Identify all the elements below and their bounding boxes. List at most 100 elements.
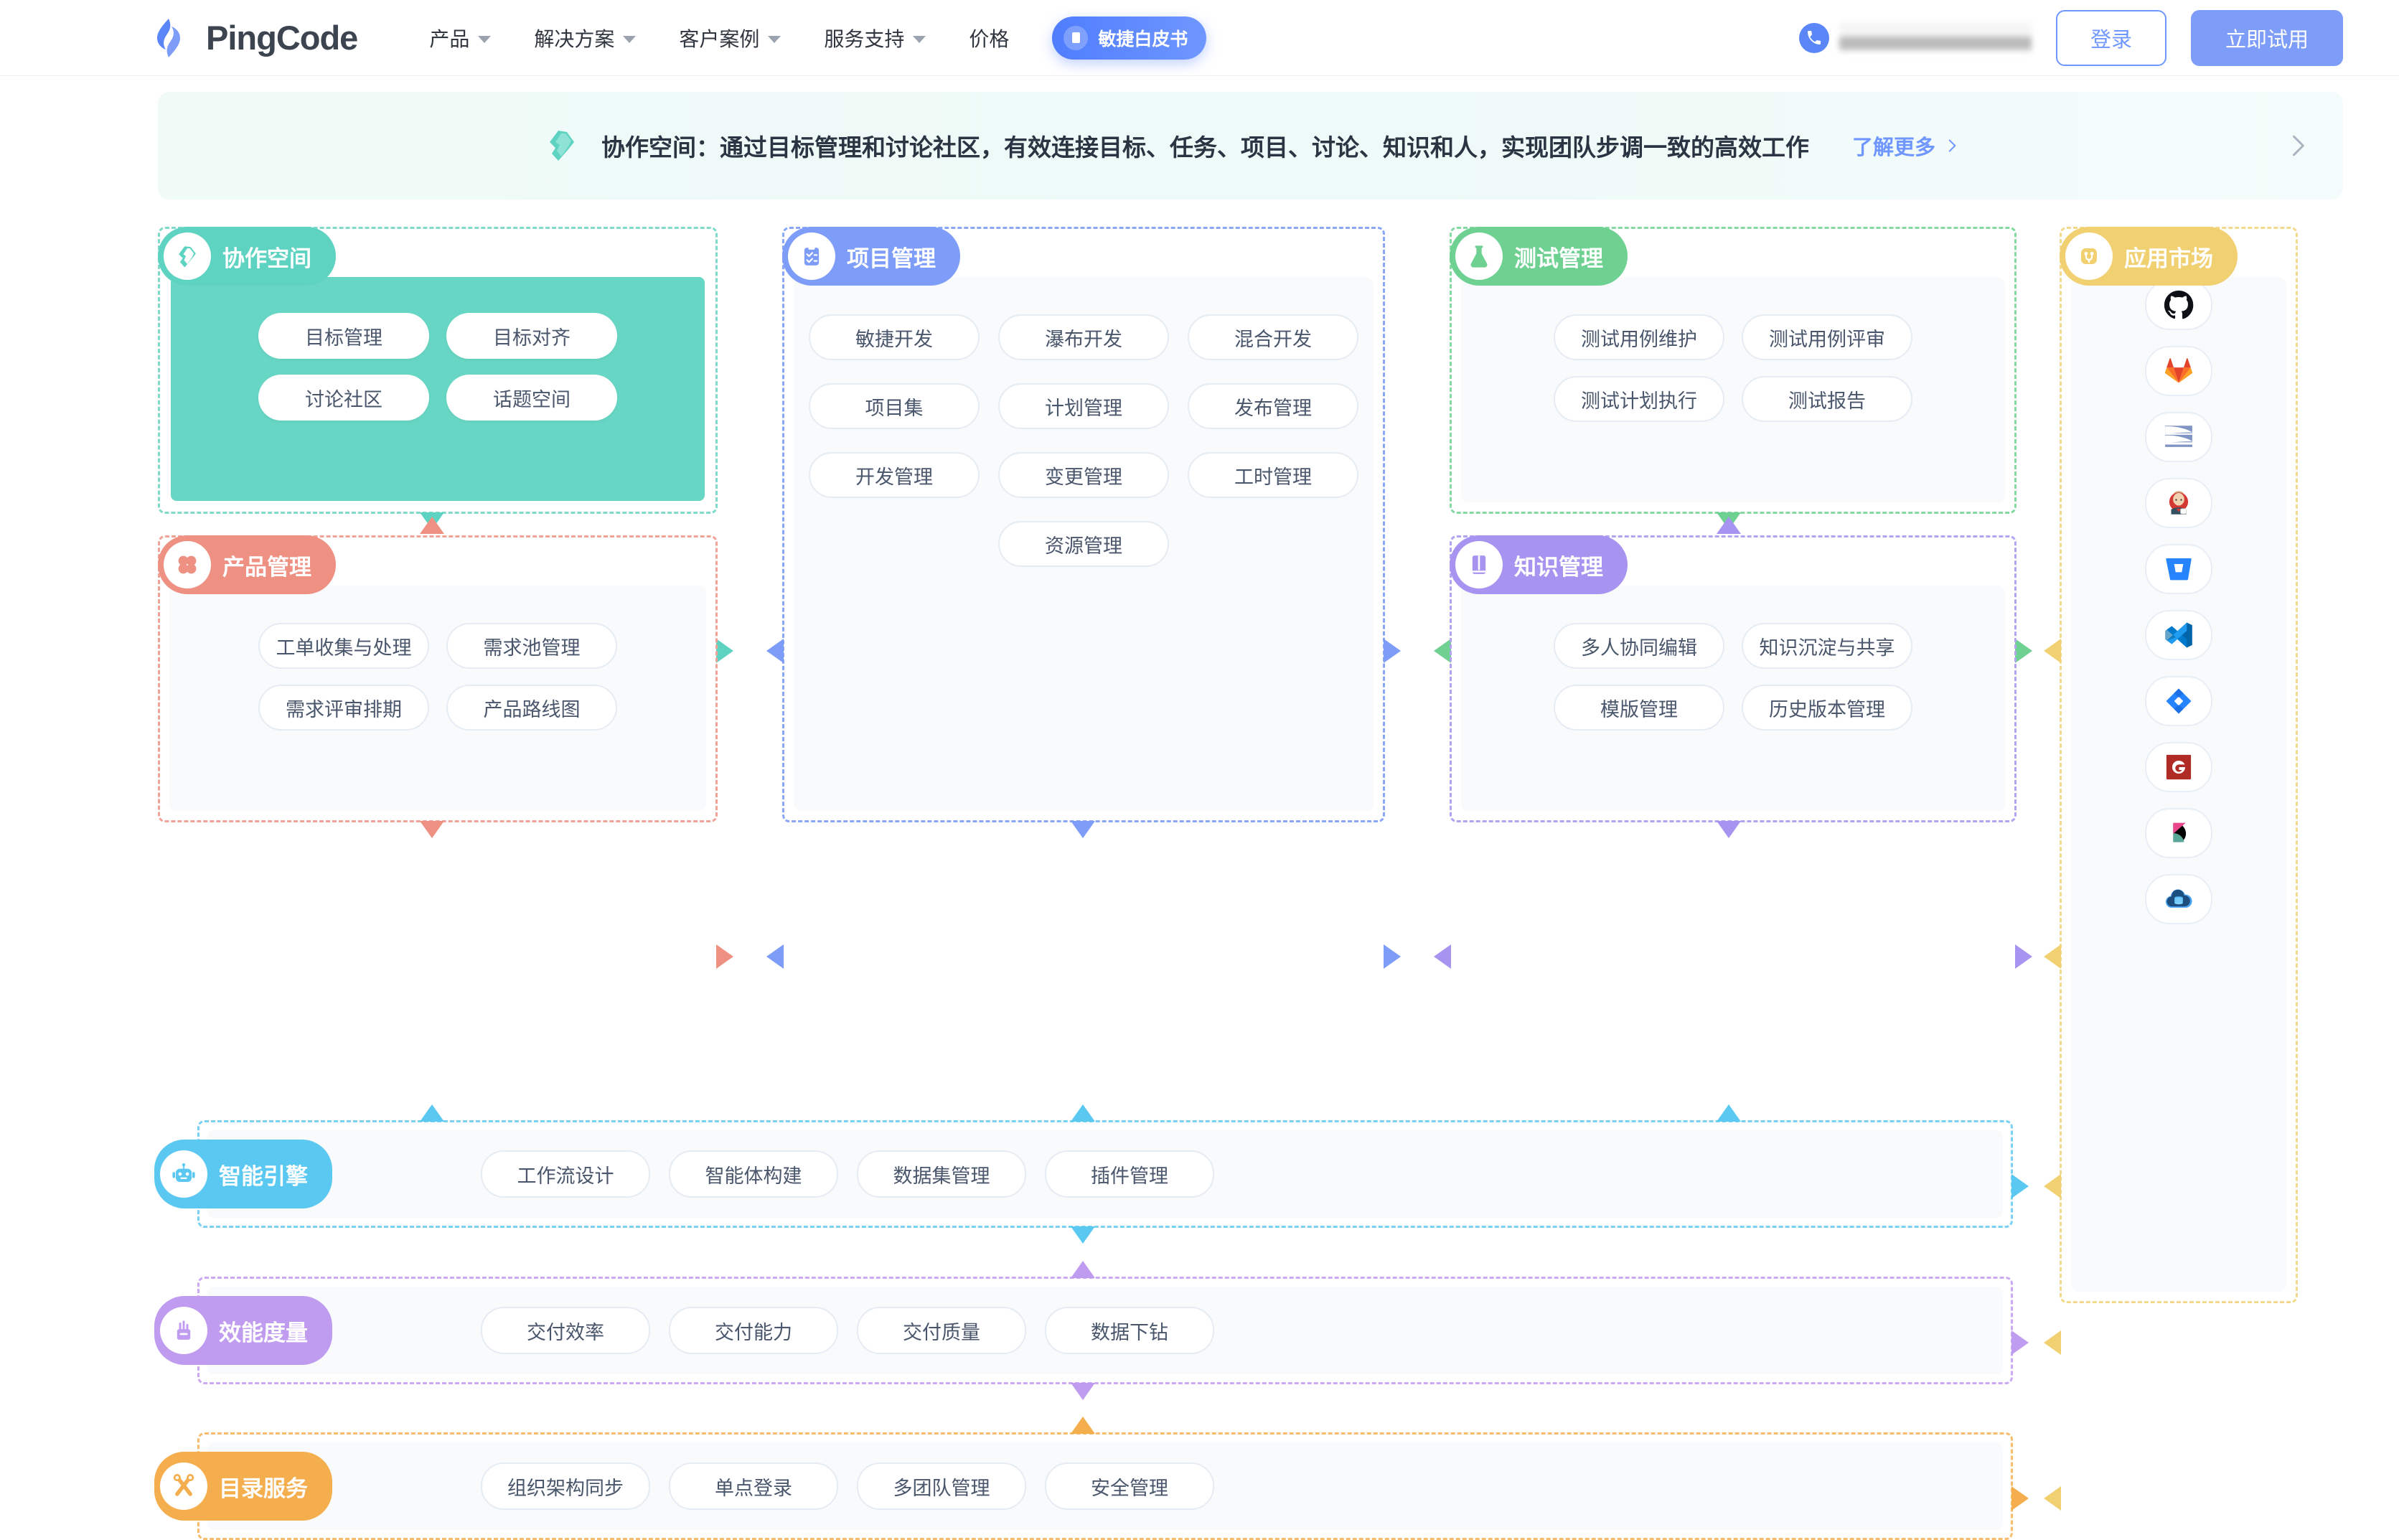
app-item-jira[interactable] xyxy=(2145,676,2212,726)
chip-item[interactable]: 测试用例评审 xyxy=(1742,314,1912,360)
chip-item[interactable]: 多团队管理 xyxy=(857,1462,1026,1510)
module-pill-knowledge[interactable]: 知识管理 xyxy=(1450,535,1628,594)
chip-item[interactable]: 安全管理 xyxy=(1045,1462,1214,1510)
chip-item[interactable]: 瀑布开发 xyxy=(998,314,1169,360)
module-title: 应用市场 xyxy=(2124,245,2213,271)
nav-item-solutions[interactable]: 解决方案 xyxy=(534,24,637,52)
chip-item[interactable]: 资源管理 xyxy=(998,521,1169,567)
promo-banner: chevron-left-icon 协作空间：通过目标管理和讨论社区，有效连接目… xyxy=(158,92,2343,199)
jira-icon xyxy=(2166,688,2192,714)
chip-item[interactable]: 交付能力 xyxy=(669,1307,838,1354)
nav-item-pricing[interactable]: 价格 xyxy=(969,24,1009,52)
module-card-project[interactable]: 项目管理 敏捷开发 瀑布开发 混合开发 项目集 计划管理 发布管理 开发管理 变… xyxy=(782,227,1385,822)
module-row-engine[interactable]: 智能引擎 工作流设计 智能体构建 数据集管理 插件管理 xyxy=(154,1120,2013,1228)
module-title: 智能引擎 xyxy=(219,1163,308,1189)
app-item-bitbucket[interactable] xyxy=(2145,544,2212,594)
module-pill-product[interactable]: 产品管理 xyxy=(158,535,336,594)
chip-item[interactable]: 组织架构同步 xyxy=(481,1462,650,1510)
arrow-project-down xyxy=(1071,821,1095,838)
app-item-gitee[interactable] xyxy=(2145,742,2212,792)
chip-item[interactable]: 讨论社区 xyxy=(258,375,429,421)
arrow-product-right xyxy=(716,944,733,969)
nav-item-products[interactable]: 产品 xyxy=(429,24,492,52)
chip-item[interactable]: 测试计划执行 xyxy=(1554,376,1724,422)
arrow-engine-up-left xyxy=(420,1104,444,1122)
chip-item[interactable]: 多人协同编辑 xyxy=(1554,623,1724,669)
chip-item[interactable]: 开发管理 xyxy=(809,452,980,498)
app-market-icon xyxy=(2065,233,2113,280)
module-pill-metrics[interactable]: 效能度量 xyxy=(154,1296,332,1365)
module-pill-test[interactable]: 测试管理 xyxy=(1450,227,1628,286)
chip-item[interactable]: 智能体构建 xyxy=(669,1150,838,1198)
chip-item[interactable]: 工作流设计 xyxy=(481,1150,650,1198)
module-pill-directory[interactable]: 目录服务 xyxy=(154,1452,332,1521)
module-title: 效能度量 xyxy=(219,1320,308,1346)
login-button[interactable]: 登录 xyxy=(2055,9,2166,66)
chip-group-directory: 组织架构同步 单点登录 多团队管理 安全管理 xyxy=(481,1462,1214,1510)
arrow-knowledge-left xyxy=(1434,944,1451,969)
chip-item[interactable]: 数据下钻 xyxy=(1045,1307,1214,1354)
chip-item[interactable]: 目标对齐 xyxy=(446,313,617,359)
module-card-app-market[interactable]: 应用市场 xyxy=(2060,227,2298,1303)
app-item-subversion[interactable] xyxy=(2145,412,2212,462)
module-row-directory[interactable]: 目录服务 组织架构同步 单点登录 多团队管理 安全管理 xyxy=(154,1432,2013,1540)
contact-phone[interactable] xyxy=(1798,22,2032,54)
arrow-metrics-up xyxy=(1071,1261,1095,1278)
chip-item[interactable]: 需求评审排期 xyxy=(258,685,429,731)
chip-item[interactable]: 知识沉淀与共享 xyxy=(1742,623,1912,669)
chip-item[interactable]: 变更管理 xyxy=(998,452,1169,498)
module-pill-project[interactable]: 项目管理 xyxy=(782,227,960,286)
chip-group-metrics: 交付效率 交付能力 交付质量 数据下钻 xyxy=(481,1307,1214,1354)
card-body xyxy=(1461,277,2005,502)
chip-item[interactable]: 项目集 xyxy=(809,383,980,429)
app-item-jenkins[interactable] xyxy=(2145,478,2212,528)
module-pill-app-market[interactable]: 应用市场 xyxy=(2060,227,2238,286)
chip-item[interactable]: 交付质量 xyxy=(857,1307,1026,1354)
nav-item-support[interactable]: 服务支持 xyxy=(824,24,926,52)
module-row-metrics[interactable]: 效能度量 交付效率 交付能力 交付质量 数据下钻 xyxy=(154,1277,2013,1384)
app-item-cloud-data[interactable] xyxy=(2145,874,2212,924)
chip-item[interactable]: 历史版本管理 xyxy=(1742,685,1912,731)
chip-item[interactable]: 发布管理 xyxy=(1188,383,1358,429)
chip-item[interactable]: 工单收集与处理 xyxy=(258,623,429,669)
chip-item[interactable]: 话题空间 xyxy=(446,375,617,421)
chip-item[interactable]: 敏捷开发 xyxy=(809,314,980,360)
chip-item[interactable]: 模版管理 xyxy=(1554,685,1724,731)
phone-icon xyxy=(1798,22,1829,53)
chip-item[interactable]: 插件管理 xyxy=(1045,1150,1214,1198)
chip-item[interactable]: 产品路线图 xyxy=(446,685,617,731)
chip-item[interactable]: 工时管理 xyxy=(1188,452,1358,498)
module-card-product[interactable]: 产品管理 工单收集与处理 需求池管理 需求评审排期 产品路线图 xyxy=(158,535,718,822)
chip-item[interactable]: 数据集管理 xyxy=(857,1150,1026,1198)
banner-content: 协作空间：通过目标管理和讨论社区，有效连接目标、任务、项目、讨论、知识和人，实现… xyxy=(221,123,2280,168)
chip-item[interactable]: 目标管理 xyxy=(258,313,429,359)
whitepaper-badge[interactable]: 敏捷白皮书 xyxy=(1052,16,1207,60)
chip-item[interactable]: 单点登录 xyxy=(669,1462,838,1510)
module-card-knowledge[interactable]: 知识管理 多人协同编辑 知识沉淀与共享 模版管理 历史版本管理 xyxy=(1450,535,2017,822)
module-pill-engine[interactable]: 智能引擎 xyxy=(154,1140,332,1208)
module-card-test[interactable]: 测试管理 测试用例维护 测试用例评审 测试计划执行 测试报告 xyxy=(1450,227,2017,514)
module-card-collab[interactable]: 协作空间 目标管理 目标对齐 讨论社区 话题空间 xyxy=(158,227,718,514)
app-item-vscode[interactable] xyxy=(2145,610,2212,660)
chip-item[interactable]: 测试用例维护 xyxy=(1554,314,1724,360)
nav-item-cases[interactable]: 客户案例 xyxy=(679,24,781,52)
pingcode-logo-icon xyxy=(147,17,190,60)
chip-item[interactable]: 测试报告 xyxy=(1742,376,1912,422)
free-trial-button[interactable]: 立即试用 xyxy=(2190,9,2343,66)
book-badge-icon xyxy=(1064,25,1089,50)
app-item-gitlab[interactable] xyxy=(2145,346,2212,396)
banner-learn-more-link[interactable]: 了解更多 xyxy=(1852,131,1961,161)
brand[interactable]: PingCode xyxy=(147,17,358,60)
app-icon-list xyxy=(2077,280,2281,924)
banner-next-button[interactable] xyxy=(2280,130,2316,161)
wrench-icon xyxy=(160,1462,207,1510)
module-pill-collab[interactable]: 协作空间 xyxy=(158,227,336,286)
chip-item[interactable]: 混合开发 xyxy=(1188,314,1358,360)
app-item-kibana[interactable] xyxy=(2145,808,2212,858)
chip-item[interactable]: 计划管理 xyxy=(998,383,1169,429)
app-item-github[interactable] xyxy=(2145,280,2212,330)
module-title: 知识管理 xyxy=(1514,554,1603,580)
chip-item[interactable]: 交付效率 xyxy=(481,1307,650,1354)
chip-item[interactable]: 需求池管理 xyxy=(446,623,617,669)
chevron-down-icon xyxy=(913,35,926,43)
